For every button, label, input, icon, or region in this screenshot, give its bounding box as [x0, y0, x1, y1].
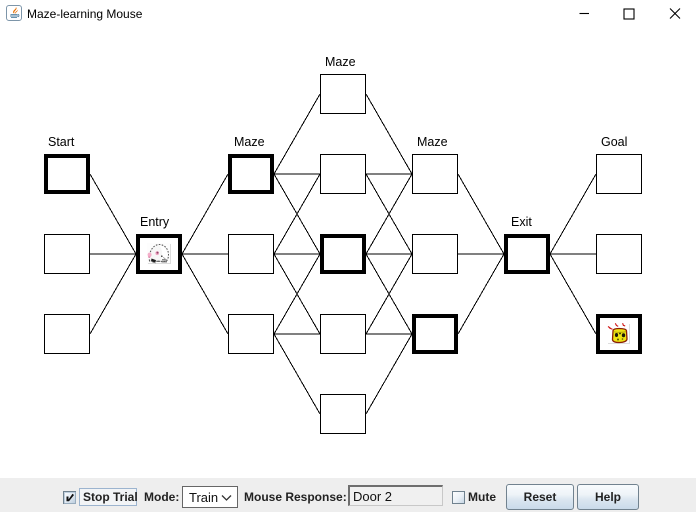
- svg-text:Maze: Maze: [325, 55, 356, 69]
- svg-text:Entry: Entry: [140, 215, 170, 229]
- svg-text:Exit: Exit: [511, 215, 532, 229]
- svg-text:Start: Start: [48, 135, 75, 149]
- svg-text:Maze: Maze: [234, 135, 265, 149]
- svg-text:Goal: Goal: [601, 135, 627, 149]
- svg-text:Maze: Maze: [417, 135, 448, 149]
